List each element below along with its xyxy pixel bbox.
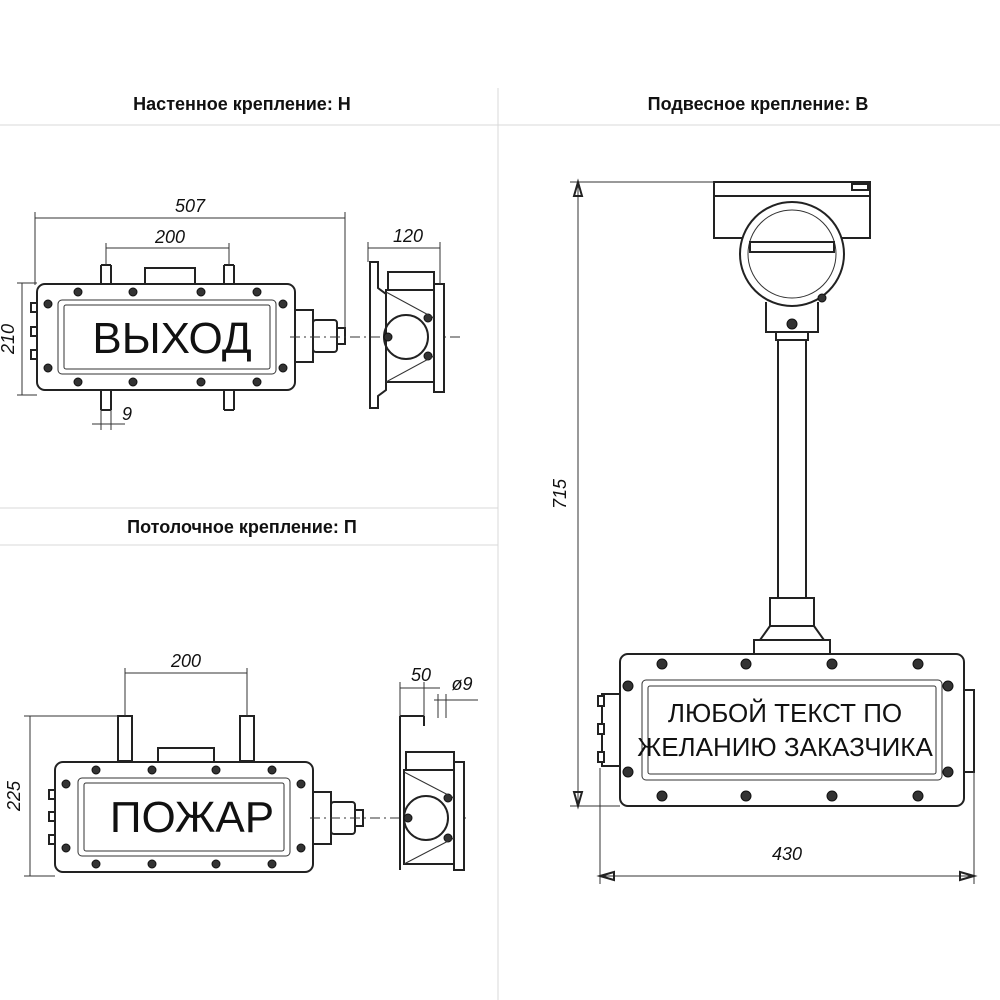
pendant-height-dim: 715 — [550, 478, 570, 509]
wall-dimensions: 507 200 210 9 — [0, 196, 346, 430]
ceiling-sign-text: ПОЖАР — [110, 793, 274, 842]
wall-height-dim: 210 — [0, 324, 18, 355]
ceiling-dimensions: 200 225 — [4, 651, 248, 877]
wall-mount-title: Настенное крепление: Н — [133, 94, 351, 114]
ceiling-hole-dim: ø9 — [451, 674, 472, 694]
ceiling-height-dim: 225 — [4, 780, 24, 812]
pendant-width-dim: 430 — [772, 844, 802, 864]
ceiling-mount-front-view: ПОЖАР — [48, 715, 470, 873]
wall-width-dim: 507 — [175, 196, 206, 216]
wall-mount-front-view: ВЫХОД — [30, 264, 460, 411]
wall-mount-side-view: 120 — [367, 226, 445, 409]
pendant-sign-line1: ЛЮБОЙ ТЕКСТ ПО — [668, 698, 902, 728]
ceiling-mount-side-view: 50 ø9 — [399, 665, 478, 871]
ceiling-stud-dim: 200 — [170, 651, 201, 671]
pendant-mount-title: Подвесное крепление: В — [648, 94, 869, 114]
wall-slot-dim: 9 — [122, 404, 132, 424]
ceiling-side-offset-dim: 50 — [411, 665, 431, 685]
pendant-dimensions: 715 430 — [550, 178, 978, 884]
pendant-sign-line2: ЖЕЛАНИЮ ЗАКАЗЧИКА — [637, 732, 933, 762]
panel-separators — [0, 88, 1000, 1000]
pendant-mount-view: ЛЮБОЙ ТЕКСТ ПО ЖЕЛАНИЮ ЗАКАЗЧИКА — [597, 181, 975, 807]
wall-side-depth-dim: 120 — [393, 226, 423, 246]
wall-sign-text: ВЫХОД — [92, 314, 251, 363]
wall-bracket-dim: 200 — [154, 227, 185, 247]
ceiling-mount-title: Потолочное крепление: П — [127, 517, 357, 537]
